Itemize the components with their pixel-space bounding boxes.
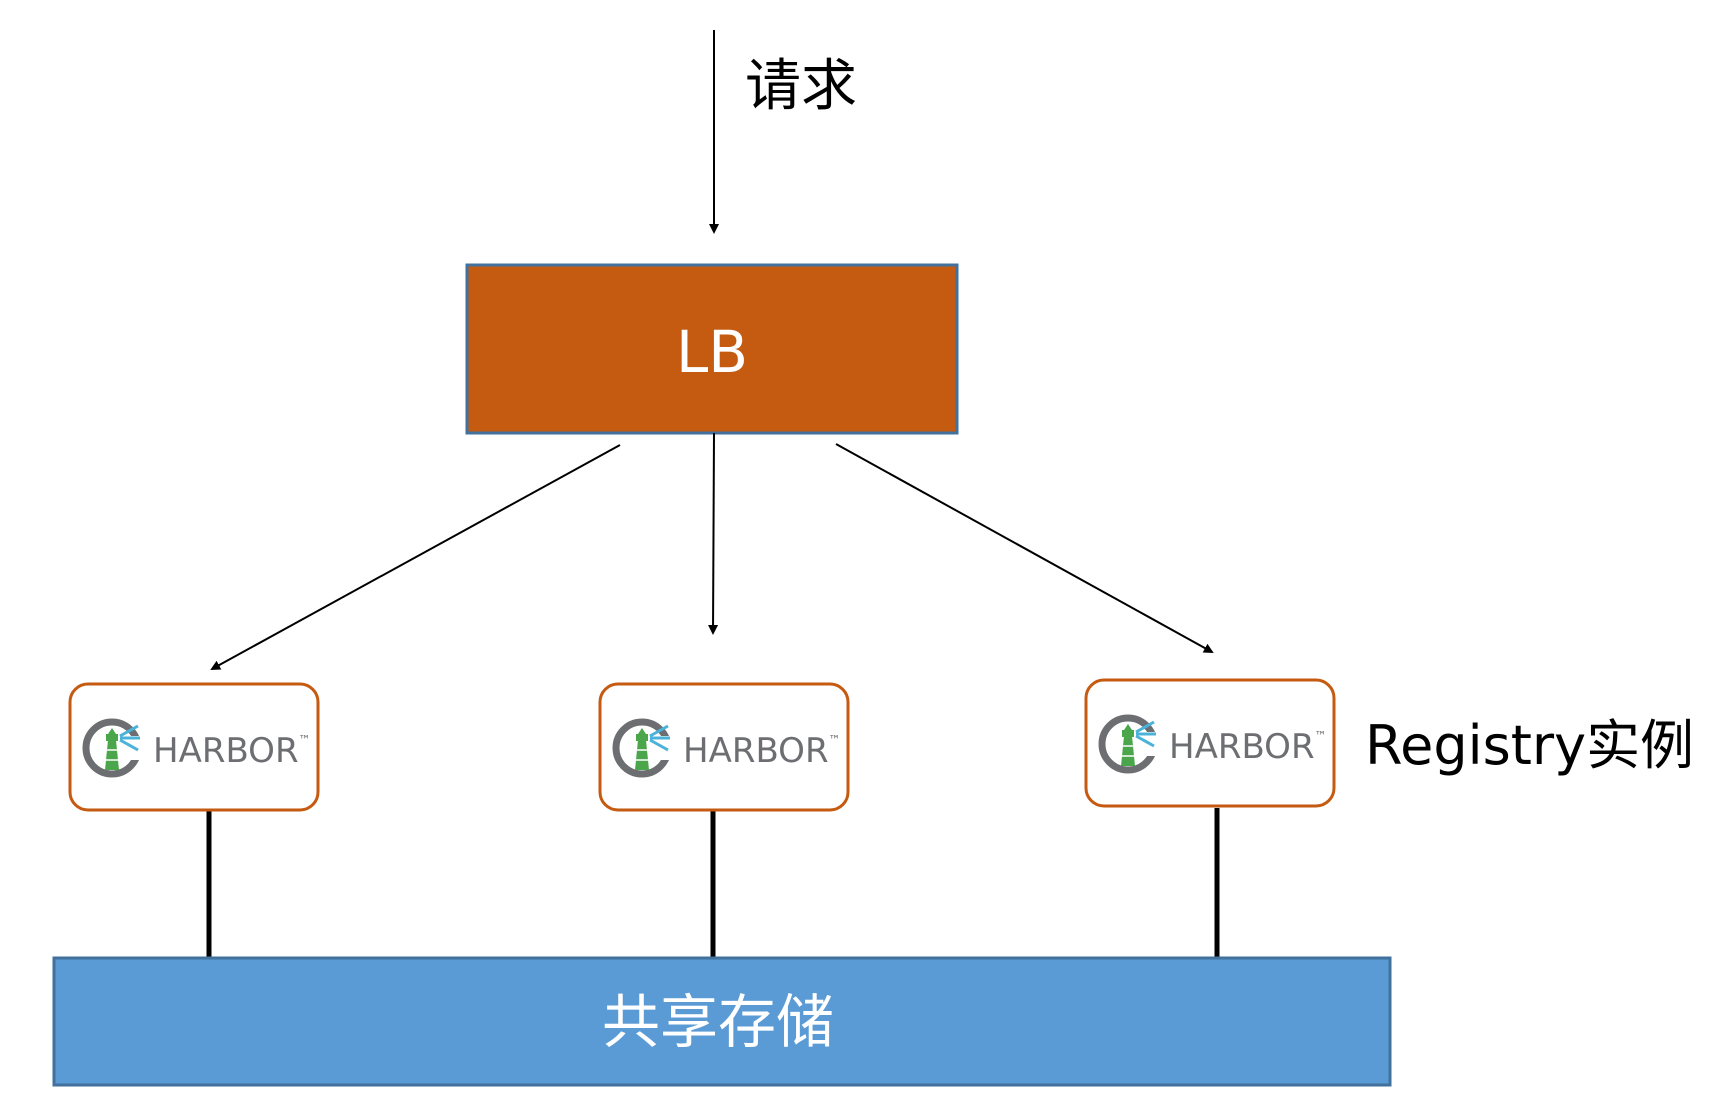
lb-to-harbor-3-arrow bbox=[835, 443, 1214, 653]
harbor-box-1 bbox=[68, 682, 320, 812]
request-label: 请求 bbox=[745, 54, 857, 119]
lb-to-harbor-1-arrow bbox=[210, 444, 621, 670]
shared-storage-label: 共享存储 bbox=[602, 988, 834, 1056]
harbor-node-1: HARBOR™ bbox=[68, 682, 320, 812]
registry-instance-label: Registry实例 bbox=[1365, 714, 1694, 777]
lb-label: LB bbox=[676, 318, 748, 386]
harbor-node-3: HARBOR™ bbox=[1084, 678, 1336, 808]
harbor-label-2: HARBOR™ bbox=[683, 731, 841, 771]
harbor-label-3: HARBOR™ bbox=[1169, 727, 1327, 767]
harbor-label-1: HARBOR™ bbox=[153, 731, 311, 771]
harbor-box-2 bbox=[598, 682, 850, 812]
lb-to-harbor-2-arrow bbox=[708, 432, 719, 635]
harbor-box-3 bbox=[1084, 678, 1336, 808]
harbor-node-2: HARBOR™ bbox=[598, 682, 850, 812]
shared-storage-node: 共享存储 bbox=[52, 956, 1392, 1087]
lb-box bbox=[465, 263, 959, 435]
shared-storage-box bbox=[52, 956, 1392, 1087]
lb-node: LB bbox=[465, 263, 959, 435]
